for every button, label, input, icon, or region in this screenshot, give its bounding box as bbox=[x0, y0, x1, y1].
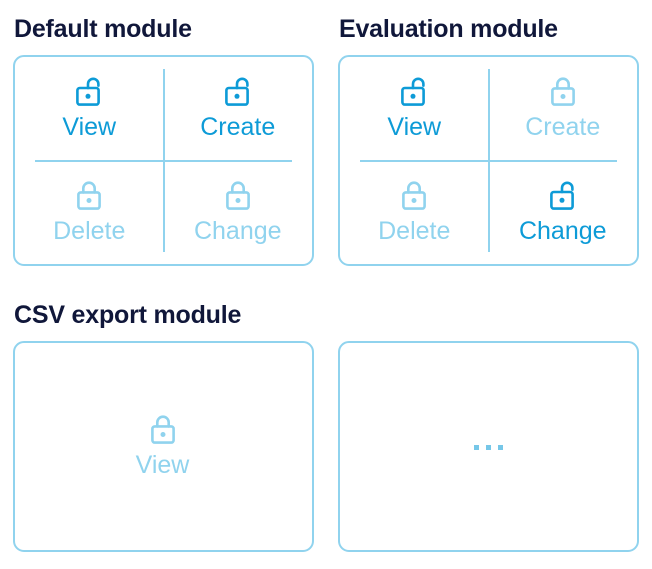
module-title-default: Default module bbox=[14, 15, 192, 43]
permission-card-csv-export: View bbox=[13, 341, 314, 552]
permission-label: Change bbox=[518, 216, 607, 245]
lock-icon bbox=[397, 179, 431, 215]
card-divider-horizontal bbox=[35, 159, 292, 162]
lock-icon bbox=[546, 75, 580, 111]
unlock-icon bbox=[546, 179, 580, 215]
permission-label: Delete bbox=[378, 216, 451, 245]
permission-change[interactable]: Change bbox=[164, 161, 313, 265]
permission-label: View bbox=[135, 451, 190, 479]
permission-card-default: View Create bbox=[13, 55, 314, 266]
permission-label: Delete bbox=[53, 216, 126, 245]
permission-delete[interactable]: Delete bbox=[15, 161, 164, 265]
permission-change[interactable]: Change bbox=[489, 161, 638, 265]
permission-label: Create bbox=[200, 113, 276, 142]
lock-icon bbox=[146, 413, 180, 449]
permission-view[interactable]: View bbox=[340, 57, 489, 161]
permission-card-evaluation: View Create bbox=[338, 55, 639, 266]
unlock-icon bbox=[221, 75, 255, 111]
unlock-icon bbox=[72, 75, 106, 111]
permission-card-placeholder bbox=[338, 341, 639, 552]
permission-create[interactable]: Create bbox=[164, 57, 313, 161]
permission-label: View bbox=[62, 113, 117, 142]
lock-icon bbox=[221, 179, 255, 215]
permission-delete[interactable]: Delete bbox=[340, 161, 489, 265]
module-title-evaluation: Evaluation module bbox=[339, 15, 558, 43]
module-evaluation: Evaluation module View bbox=[338, 14, 639, 266]
permission-view[interactable]: View bbox=[15, 57, 164, 161]
module-csv-export: CSV export module View bbox=[13, 300, 314, 552]
ellipsis-icon bbox=[473, 444, 503, 450]
module-default: Default module View bbox=[13, 14, 314, 266]
unlock-icon bbox=[397, 75, 431, 111]
permission-view[interactable]: View bbox=[135, 413, 190, 480]
lock-icon bbox=[72, 179, 106, 215]
permission-label: View bbox=[387, 113, 442, 142]
card-divider-horizontal bbox=[360, 159, 617, 162]
module-title-csv-export: CSV export module bbox=[14, 301, 242, 329]
permission-create[interactable]: Create bbox=[489, 57, 638, 161]
permission-label: Change bbox=[193, 216, 282, 245]
permission-label: Create bbox=[525, 113, 601, 142]
module-more-placeholder bbox=[338, 300, 639, 552]
